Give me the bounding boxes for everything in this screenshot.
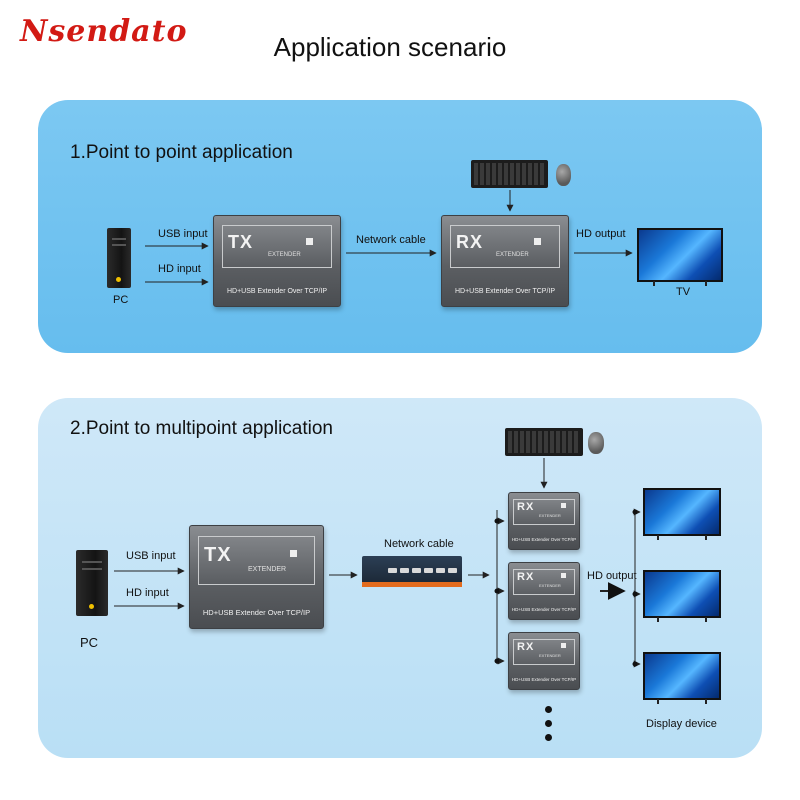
tv-label: TV xyxy=(676,286,691,298)
rx-logo-icon xyxy=(534,238,541,245)
section2-heading: 2.Point to multipoint application xyxy=(70,418,333,439)
rx-ext: EXTENDER xyxy=(539,583,561,588)
rx-code: RX xyxy=(517,641,535,653)
pc-tower-icon xyxy=(107,228,131,288)
display-device-icon xyxy=(643,488,721,540)
junction-dot xyxy=(632,661,638,667)
tx-extender-unit: TX EXTENDER HD+USB Extender Over TCP/IP xyxy=(213,215,341,307)
hd-input-label: HD input xyxy=(158,263,201,275)
keyboard-icon xyxy=(471,160,548,188)
rx-subtitle: HD+USB Extender Over TCP/IP xyxy=(454,288,556,295)
rx-extender-unit: RX EXTENDER HD+USB Extender Over TCP/IP xyxy=(508,562,580,620)
network-cable-label: Network cable xyxy=(384,538,454,550)
mouse-icon xyxy=(588,432,604,454)
hd-input-label: HD input xyxy=(126,587,169,599)
tx-logo-icon xyxy=(290,550,297,557)
junction-dot xyxy=(494,658,500,664)
usb-input-label: USB input xyxy=(158,228,208,240)
rx-ext: EXTENDER xyxy=(539,653,561,658)
pc-label: PC xyxy=(113,294,129,306)
rx-extender-unit: RX EXTENDER HD+USB Extender Over TCP/IP xyxy=(508,492,580,550)
tx-ext: EXTENDER xyxy=(268,252,301,258)
rx-ext: EXTENDER xyxy=(539,513,561,518)
network-cable-label: Network cable xyxy=(356,234,426,246)
tx-ext: EXTENDER xyxy=(248,566,287,573)
rx-extender-unit: RX EXTENDER HD+USB Extender Over TCP/IP xyxy=(441,215,569,307)
rx-code: RX xyxy=(517,501,535,513)
display-device-icon xyxy=(643,570,721,622)
network-switch-icon xyxy=(362,556,462,592)
tx-subtitle: HD+USB Extender Over TCP/IP xyxy=(202,608,311,617)
junction-dot xyxy=(632,591,638,597)
hd-output-label: HD output xyxy=(576,228,626,240)
junction-dot xyxy=(494,518,500,524)
tx-code: TX xyxy=(228,232,254,252)
rx-code: RX xyxy=(456,232,484,252)
rx-subtitle: HD+USB Extender Over TCP/IP xyxy=(511,607,577,612)
rx-logo-icon xyxy=(561,573,566,578)
rx-extender-unit: RX EXTENDER HD+USB Extender Over TCP/IP xyxy=(508,632,580,690)
point-to-point-panel xyxy=(38,100,762,353)
display-device-icon xyxy=(643,652,721,704)
tx-subtitle: HD+USB Extender Over TCP/IP xyxy=(226,288,328,295)
tv-icon xyxy=(637,228,723,286)
display-device-label: Display device xyxy=(646,718,717,730)
section1-heading: 1.Point to point application xyxy=(70,142,293,163)
pc-tower-icon xyxy=(76,550,108,616)
rx-logo-icon xyxy=(561,503,566,508)
keyboard-icon xyxy=(505,428,583,456)
junction-dot xyxy=(494,588,500,594)
mouse-icon xyxy=(556,164,571,186)
rx-ext: EXTENDER xyxy=(496,252,529,258)
usb-input-label: USB input xyxy=(126,550,176,562)
rx-code: RX xyxy=(517,571,535,583)
rx-subtitle: HD+USB Extender Over TCP/IP xyxy=(511,537,577,542)
brand-logo: Nsendato xyxy=(20,14,188,49)
tx-extender-unit: TX EXTENDER HD+USB Extender Over TCP/IP xyxy=(189,525,324,629)
junction-dot xyxy=(632,509,638,515)
pc-label: PC xyxy=(80,635,99,650)
rx-logo-icon xyxy=(561,643,566,648)
page-title: Application scenario xyxy=(273,32,507,62)
tx-logo-icon xyxy=(306,238,313,245)
rx-subtitle: HD+USB Extender Over TCP/IP xyxy=(511,677,577,682)
hd-output-label: HD output xyxy=(587,570,637,582)
tx-code: TX xyxy=(204,544,232,566)
